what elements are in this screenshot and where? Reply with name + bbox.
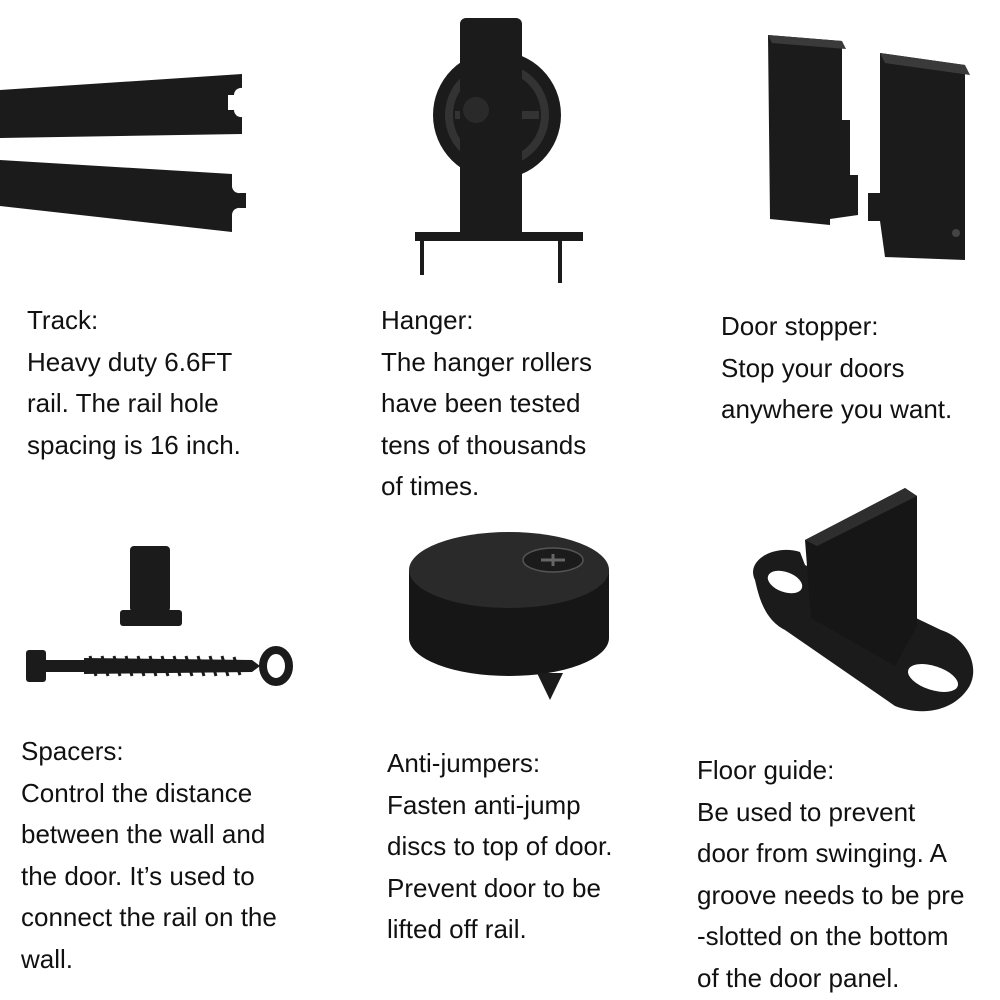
track-rail-image <box>0 74 246 232</box>
caption-line: wall. <box>21 943 74 974</box>
caption-title: Track: <box>27 305 99 335</box>
caption-line: tens of thousands <box>381 429 587 460</box>
floor-guide-image <box>753 488 974 712</box>
caption-line: The hanger rollers <box>381 346 592 377</box>
track-caption: Track: Heavy duty 6.6FT rail. The rail h… <box>27 300 241 466</box>
caption-line: door from swinging. A <box>697 838 948 868</box>
spacers-caption: Spacers: Control the distance between th… <box>21 731 277 980</box>
caption-line: have been tested <box>381 388 581 418</box>
caption-line: of the door panel. <box>697 962 900 993</box>
hanger-roller-image <box>415 18 583 283</box>
hanger-caption: Hanger: The hanger rollers have been tes… <box>381 300 592 508</box>
caption-title: Hanger: <box>381 305 474 335</box>
caption-line: anywhere you want. <box>721 394 953 424</box>
caption-title: Floor guide: <box>697 755 835 785</box>
caption-line: of times. <box>381 471 480 501</box>
anti-jumper-disc-image <box>409 532 609 700</box>
caption-line: connect the rail on the <box>21 902 277 932</box>
caption-line: -slotted on the bottom <box>697 921 949 951</box>
spacer-screw-image <box>26 546 293 686</box>
caption-title: Door stopper: <box>721 311 879 341</box>
caption-line: Control the distance <box>21 777 253 808</box>
caption-line: Heavy duty 6.6FT <box>27 346 233 377</box>
caption-line: discs to top of door. <box>387 831 613 861</box>
caption-line: Stop your doors <box>721 352 905 383</box>
caption-line: lifted off rail. <box>387 914 527 944</box>
caption-line: the door. It’s used to <box>21 860 255 891</box>
floor-guide-caption: Floor guide: Be used to prevent door fro… <box>697 750 964 999</box>
caption-line: groove needs to be pre <box>697 879 965 910</box>
caption-line: Prevent door to be <box>387 872 601 903</box>
caption-title: Spacers: <box>21 736 124 766</box>
caption-line: Fasten anti-jump <box>387 789 581 820</box>
caption-line: spacing is 16 inch. <box>27 429 241 460</box>
caption-title: Anti-jumpers: <box>387 748 541 778</box>
caption-line: between the wall and <box>21 819 266 849</box>
anti-jumpers-caption: Anti-jumpers: Fasten anti-jump discs to … <box>387 743 612 951</box>
caption-line: Be used to prevent <box>697 796 916 827</box>
door-stopper-caption: Door stopper: Stop your doors anywhere y… <box>721 306 952 431</box>
caption-line: rail. The rail hole <box>27 388 219 418</box>
door-stopper-image <box>768 35 970 260</box>
